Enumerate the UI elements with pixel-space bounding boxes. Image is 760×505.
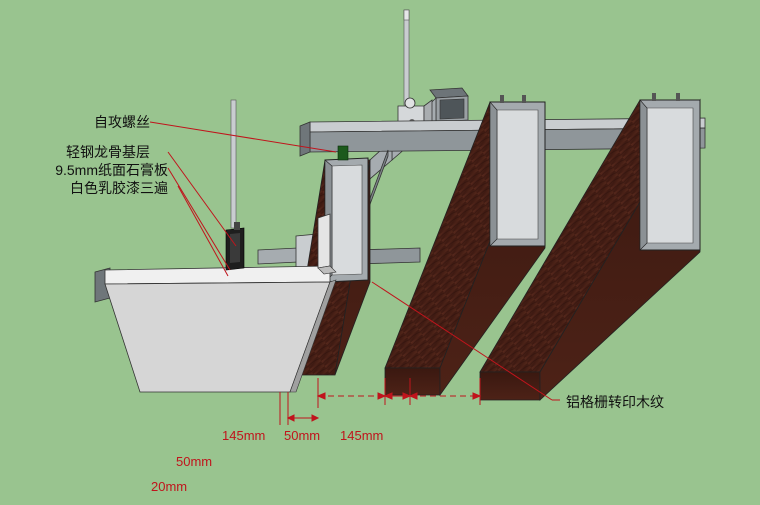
dimension-145mm-left: 145mm bbox=[222, 428, 266, 443]
leader-grille bbox=[371, 281, 553, 401]
dimension-145mm-right: 145mm bbox=[340, 428, 384, 443]
label-aluminum-grille: 铝格栅转印木纹 bbox=[566, 394, 664, 410]
leader-screw bbox=[149, 121, 337, 153]
label-latex-paint: 白色乳胶漆三遍 bbox=[70, 180, 168, 196]
leader-lines bbox=[149, 121, 560, 401]
grille-blade-2 bbox=[384, 95, 546, 397]
dimension-50mm-lower: 50mm bbox=[176, 454, 213, 469]
hanger-rod-left bbox=[230, 99, 237, 229]
dimension-50mm-upper: 50mm bbox=[284, 428, 321, 443]
dimension-20mm: 20mm bbox=[151, 479, 188, 494]
hanger-rod-right bbox=[403, 9, 410, 106]
light-steel-stud bbox=[225, 222, 245, 271]
label-gypsum-board: 9.5mm纸面石膏板 bbox=[55, 162, 168, 178]
dimension-lines bbox=[279, 378, 482, 425]
leader-keel bbox=[167, 151, 237, 247]
grille-blade-3 bbox=[479, 93, 701, 401]
gypsum-board bbox=[104, 213, 337, 393]
leader-paint bbox=[177, 185, 229, 277]
label-self-tapping-screw: 自攻螺丝 bbox=[94, 114, 150, 130]
label-light-steel-keel: 轻钢龙骨基层 bbox=[66, 144, 150, 160]
leader-gypsum bbox=[167, 167, 231, 271]
